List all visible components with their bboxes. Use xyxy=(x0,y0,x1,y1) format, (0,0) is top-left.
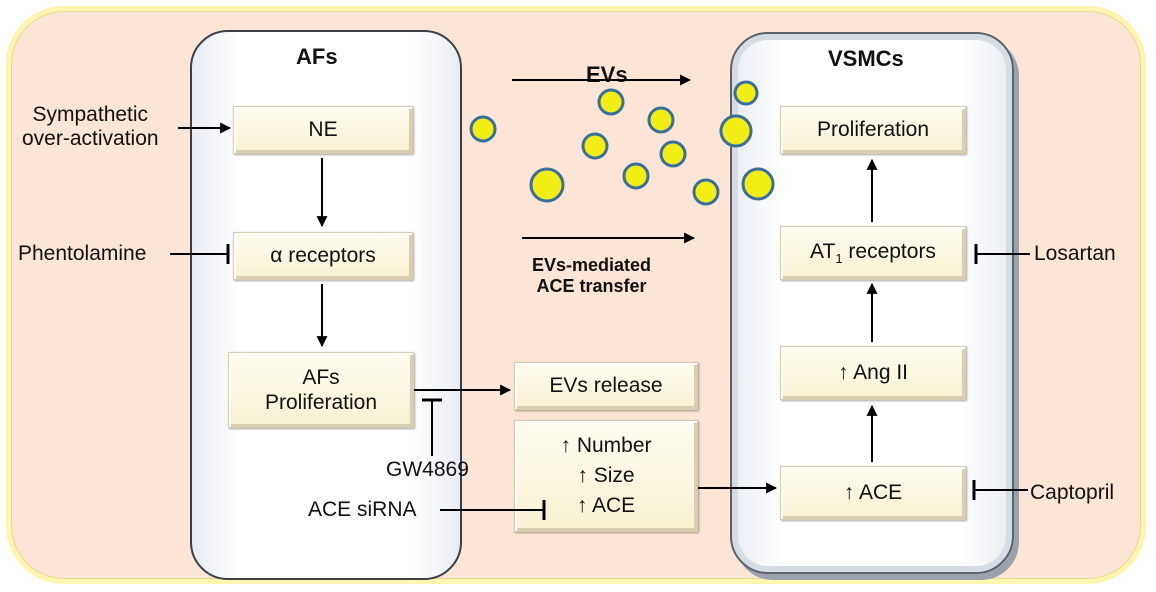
vesicle-6 xyxy=(647,106,675,134)
ne-box: NE xyxy=(233,106,413,154)
vesicle-11 xyxy=(741,167,775,201)
at1-main: AT xyxy=(810,240,836,264)
vesicle-1 xyxy=(469,115,497,143)
ev-number-label: ↑ Number xyxy=(560,434,652,458)
ev-ace-label: ↑ ACE xyxy=(576,493,636,517)
evs-release-label: EVs release xyxy=(549,374,663,398)
captopril-label: Captopril xyxy=(1030,481,1115,504)
vesicle-7 xyxy=(659,140,687,168)
sympathetic-label: Sympathetic over-activation xyxy=(22,103,159,151)
losartan-label: Losartan xyxy=(1034,242,1116,265)
afs-proliferation-line1: AFs xyxy=(302,365,340,389)
evs-transfer-label: EVs-mediated ACE transfer xyxy=(532,255,651,296)
at1-rest: receptors xyxy=(842,240,936,264)
afs-title: AFs xyxy=(296,44,338,69)
vsmc-proliferation-label: Proliferation xyxy=(816,118,930,142)
vsmc-proliferation-box: Proliferation xyxy=(780,106,966,154)
evs-transfer-line1: EVs-mediated xyxy=(532,255,652,275)
evs-label: EVs xyxy=(586,62,628,87)
vesicle-9 xyxy=(719,114,753,148)
vsmc-ace-box: ↑ ACE xyxy=(780,466,966,520)
at1-subscript: 1 xyxy=(835,251,843,267)
sympathetic-line2: over-activation xyxy=(22,127,159,151)
afs-proliferation-line2: Proliferation xyxy=(264,391,378,414)
vesicle-10 xyxy=(733,80,759,106)
alpha-receptors-label: α receptors xyxy=(270,244,376,268)
afs-proliferation-box: AFs Proliferation xyxy=(228,352,414,428)
alpha-receptors-box: α receptors xyxy=(233,232,413,280)
ace-sirna-label: ACE siRNA xyxy=(308,498,417,521)
at1-receptors-label: AT1 receptors xyxy=(810,239,936,267)
evs-transfer-line2: ACE transfer xyxy=(536,275,647,296)
vesicle-8 xyxy=(692,178,720,206)
vesicle-5 xyxy=(622,162,650,190)
evs-release-box: EVs release xyxy=(514,362,698,410)
vsmcs-title: VSMCs xyxy=(828,46,904,71)
ne-label: NE xyxy=(308,118,338,142)
gw4869-label: GW4869 xyxy=(386,458,469,481)
ev-size-label: ↑ Size xyxy=(577,464,635,488)
at1-receptors-box: AT1 receptors xyxy=(780,226,966,280)
phentolamine-label: Phentolamine xyxy=(18,242,147,265)
sympathetic-line1: Sympathetic xyxy=(32,103,149,126)
ang-ii-box: ↑ Ang II xyxy=(780,346,966,400)
vesicle-4 xyxy=(597,88,625,116)
vesicle-3 xyxy=(581,132,609,160)
vesicle-2 xyxy=(529,167,565,203)
ang-ii-label: ↑ Ang II xyxy=(837,361,909,385)
vsmc-ace-label: ↑ ACE xyxy=(843,481,903,505)
